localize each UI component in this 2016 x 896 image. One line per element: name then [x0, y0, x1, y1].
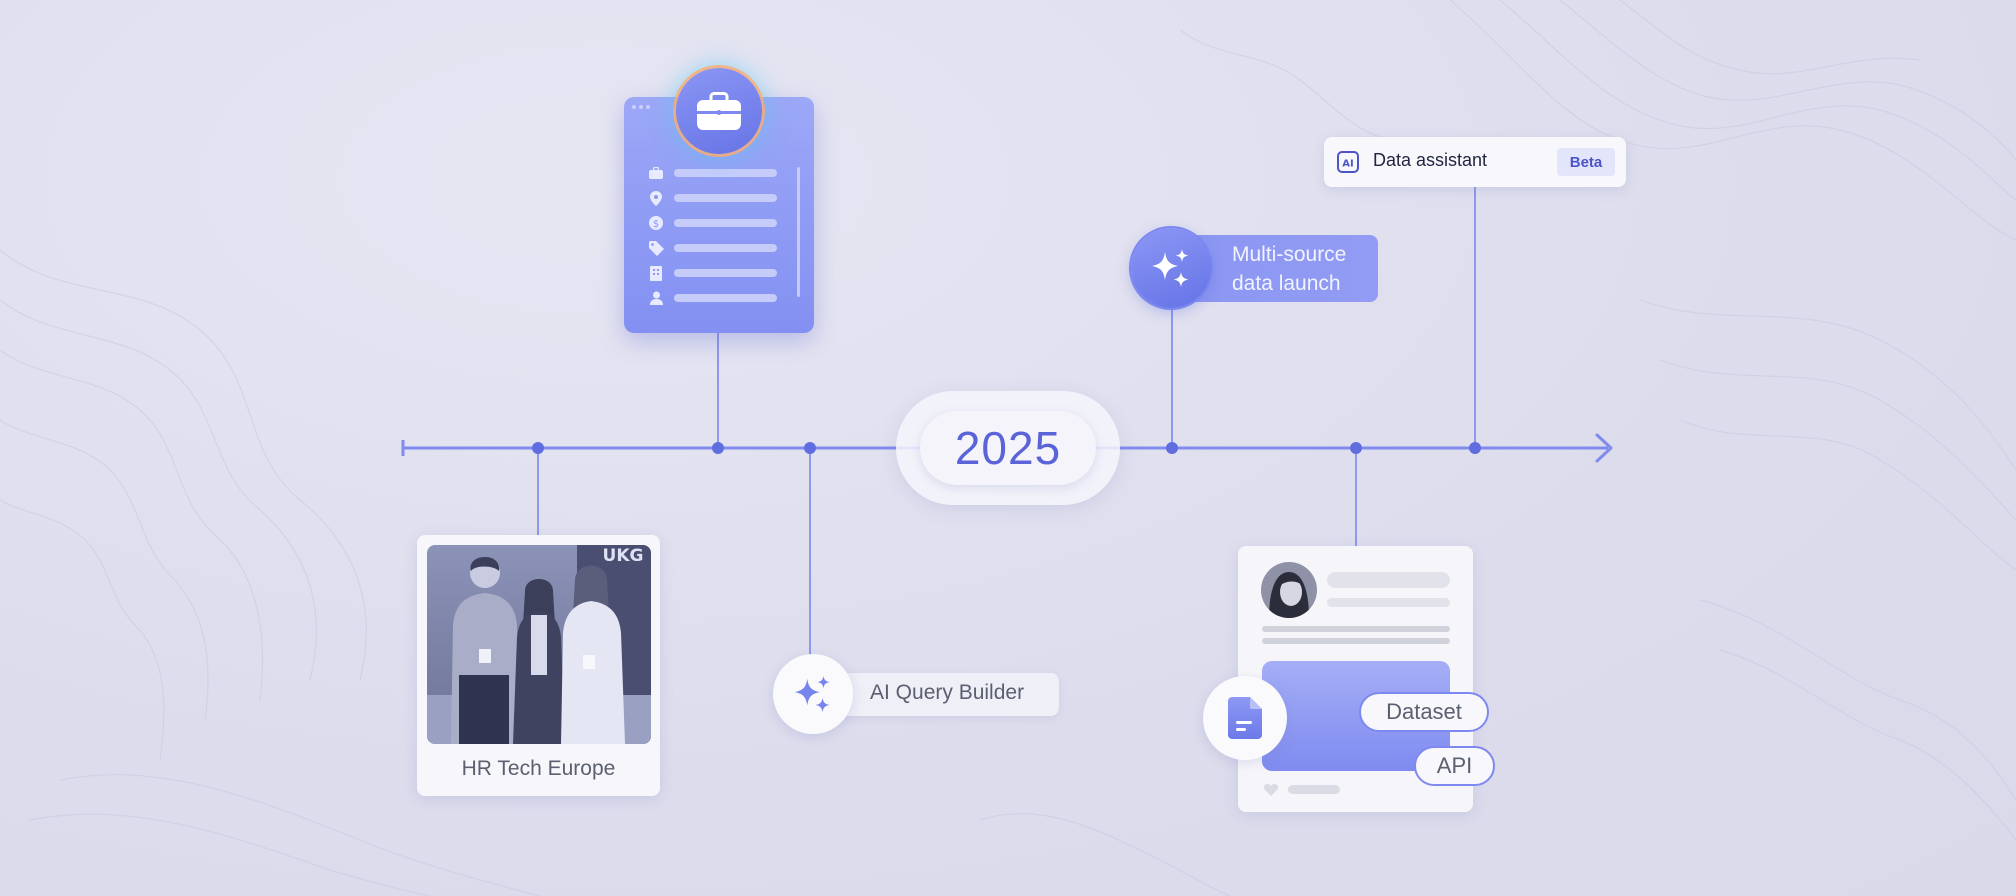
timeline-dot: [804, 442, 816, 454]
ai-query-badge: [773, 654, 853, 734]
skeleton-line: [1327, 598, 1450, 607]
tag-icon: [648, 240, 664, 256]
data-assistant-label: Data assistant: [1373, 150, 1488, 170]
api-chip: API: [1414, 746, 1495, 786]
dataset-chip: Dataset: [1359, 692, 1489, 732]
timeline-dot: [1469, 442, 1481, 454]
multisource-line2: data launch: [1232, 272, 1341, 295]
timeline-dot: [1166, 442, 1178, 454]
multisource-badge: [1131, 228, 1211, 308]
connector-dataset: [1355, 448, 1357, 546]
ai-badge-icon: AI: [1337, 151, 1359, 173]
dollar-icon: $: [648, 215, 664, 231]
job-listing-card: $: [624, 97, 814, 333]
document-badge: [1203, 676, 1287, 760]
connector-aiquery: [809, 448, 811, 656]
timeline-dot: [1350, 442, 1362, 454]
job-row: [648, 265, 777, 281]
briefcase-badge: [676, 68, 762, 154]
job-row: [648, 190, 777, 206]
person-icon: [648, 290, 664, 306]
skeleton-line: [1288, 785, 1340, 794]
event-photo: UKG: [427, 545, 651, 744]
skeleton-line: [1262, 638, 1450, 644]
building-icon: [648, 265, 664, 281]
skeleton-line: [1327, 572, 1450, 588]
ai-query-label: AI Query Builder: [870, 681, 1025, 704]
briefcase-icon: [697, 92, 741, 130]
job-row: [648, 165, 777, 181]
hr-tech-caption: HR Tech Europe: [461, 757, 616, 780]
avatar: [1261, 562, 1317, 618]
timeline-dot: [532, 442, 544, 454]
sparkles-icon: [1152, 249, 1189, 287]
briefcase-icon: [648, 165, 664, 181]
connector-hrtech: [537, 448, 539, 536]
connector-multisource: [1171, 305, 1173, 448]
multisource-label: Multi-source data launch: [1232, 240, 1378, 298]
job-row: $: [648, 215, 777, 231]
job-row: [648, 290, 777, 306]
heart-icon: [1263, 783, 1279, 801]
connector-assistant: [1474, 186, 1476, 448]
document-icon: [1228, 697, 1262, 739]
scrollbar: [797, 167, 800, 297]
timeline-dot: [712, 442, 724, 454]
ai-badge-text: AI: [1342, 159, 1353, 170]
multisource-line1: Multi-source: [1232, 243, 1347, 266]
location-pin-icon: [648, 190, 664, 206]
connector-job: [717, 332, 719, 448]
window-dots: [632, 105, 650, 109]
ai-query-pill: [833, 673, 1059, 716]
year-label: 2025: [920, 411, 1096, 485]
beta-badge: Beta: [1557, 148, 1615, 176]
svg-text:$: $: [653, 219, 659, 230]
skeleton-line: [1262, 626, 1450, 632]
sparkles-icon: [794, 675, 830, 713]
job-row: [648, 240, 777, 256]
photo-sign-text: UKG: [603, 546, 644, 566]
